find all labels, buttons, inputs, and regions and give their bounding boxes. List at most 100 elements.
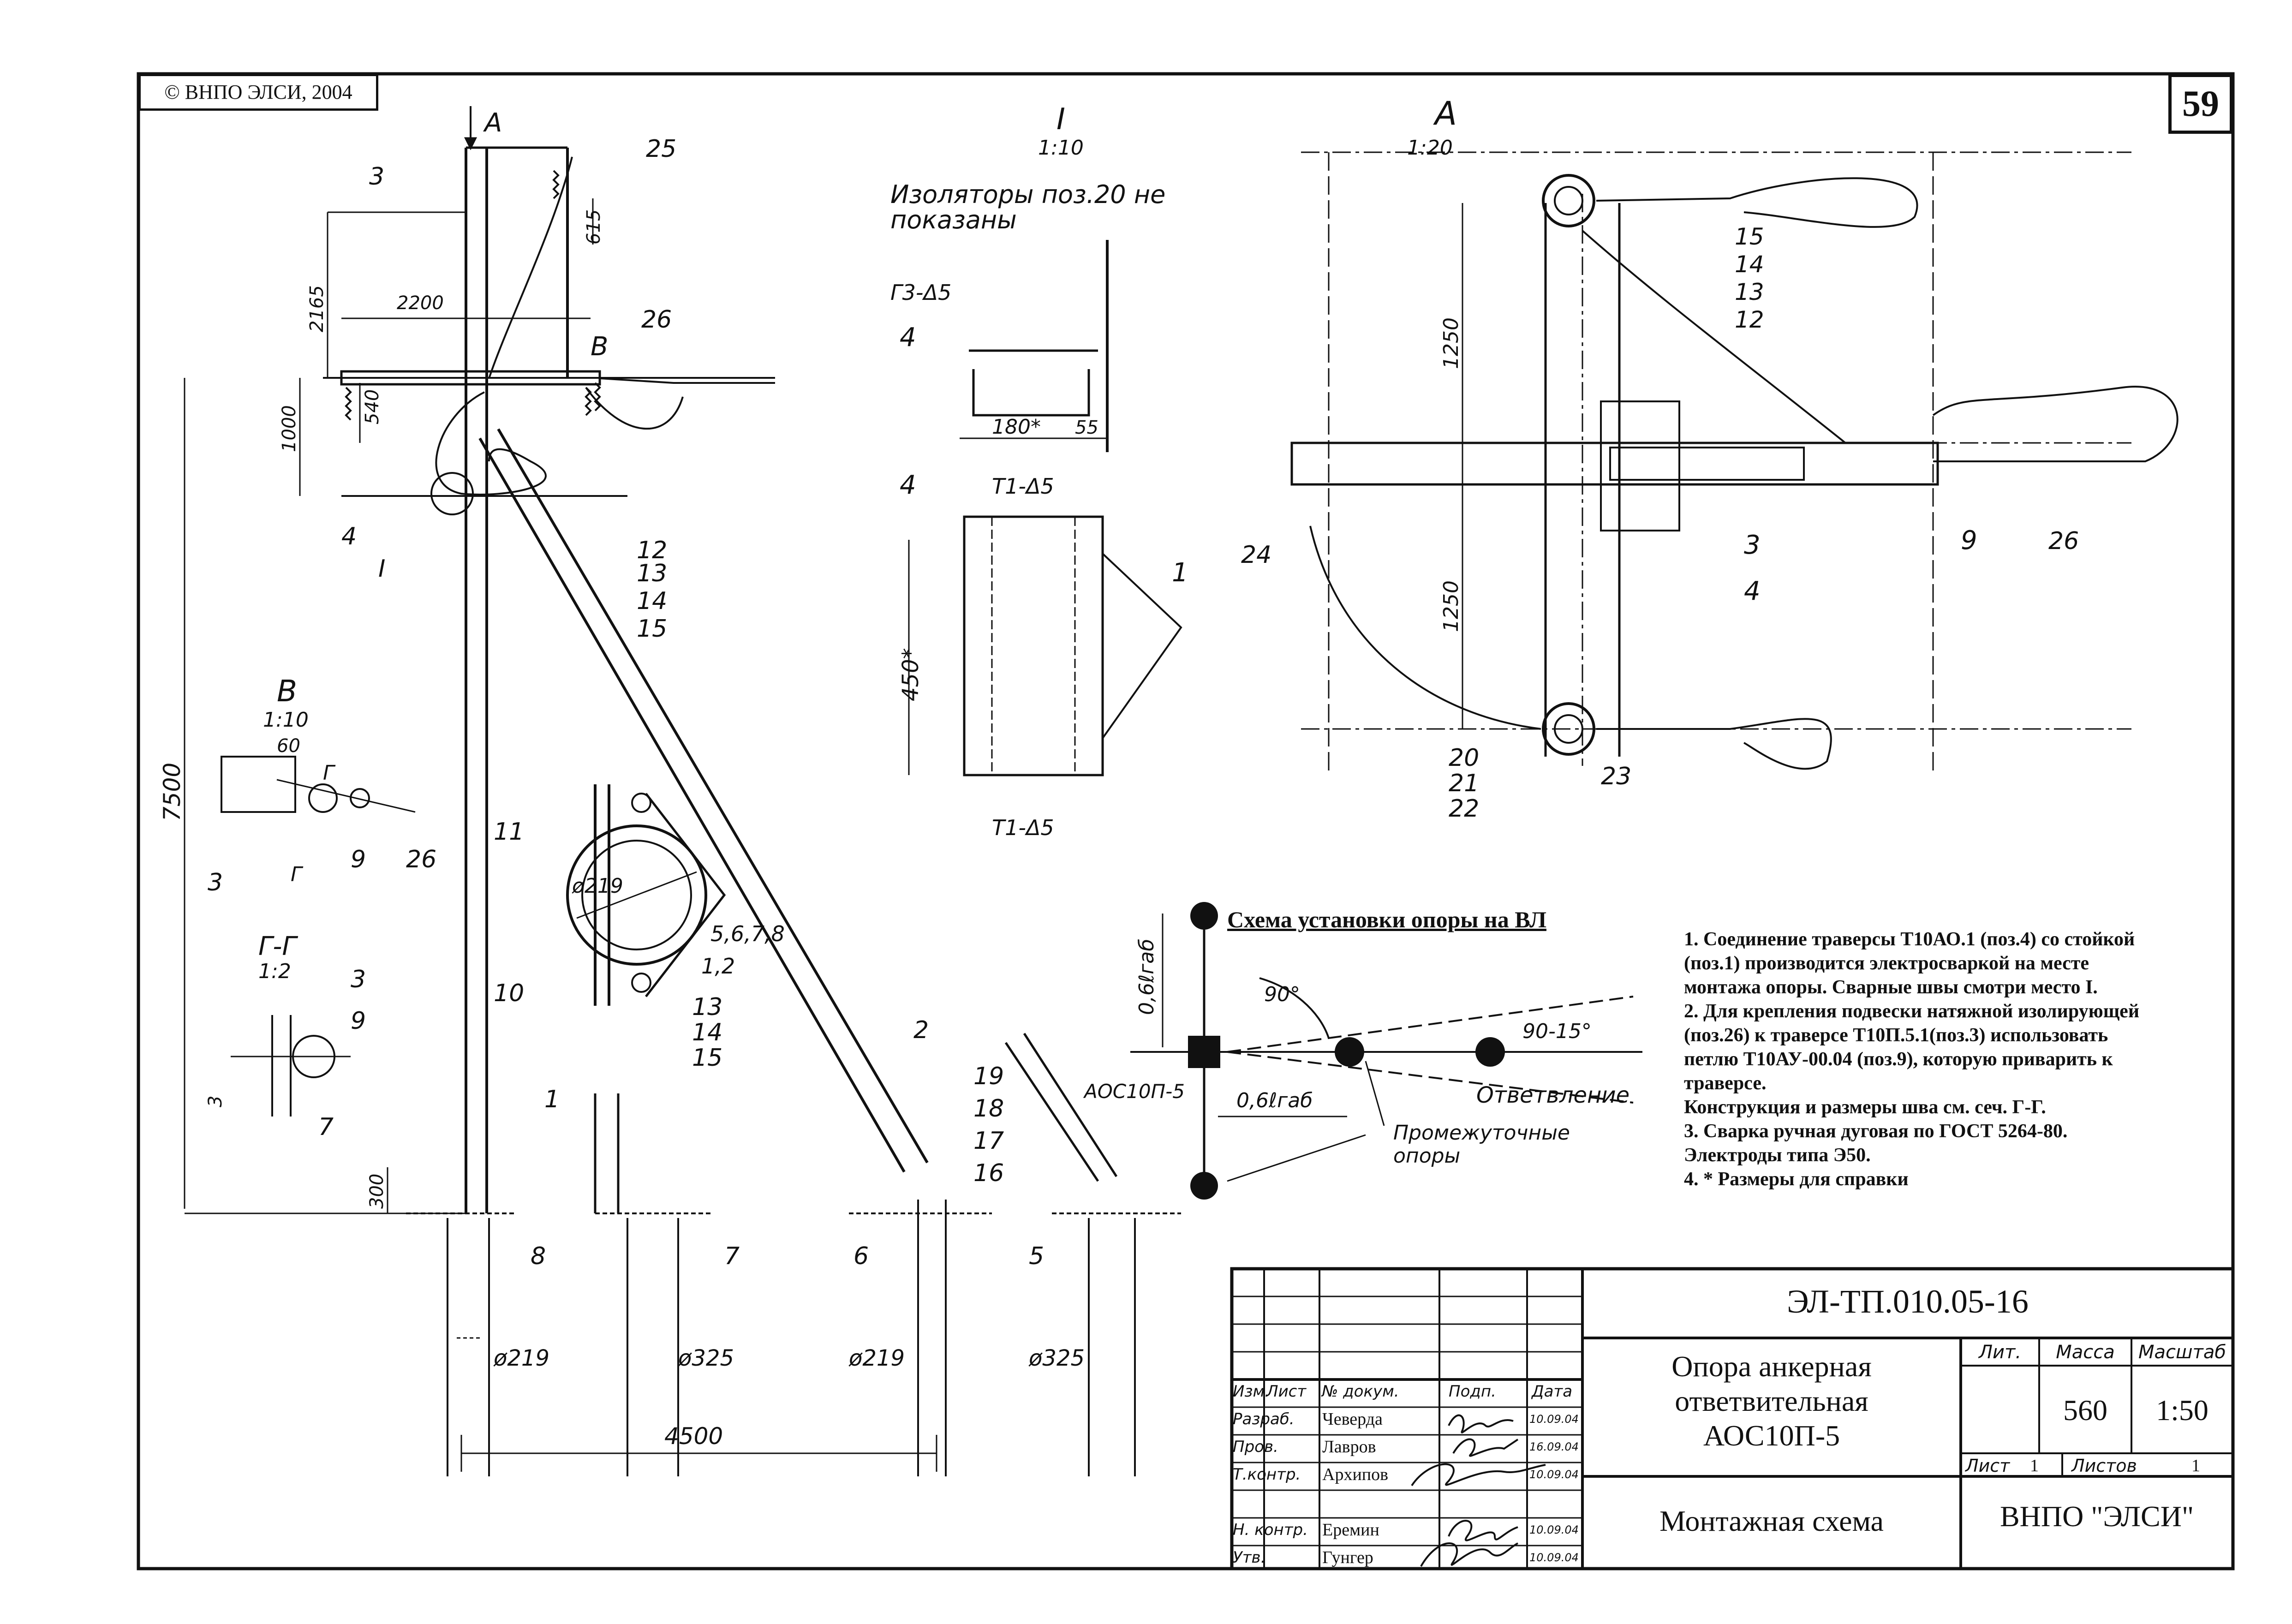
view-a-labels: А 1:20 1250 1250 15 14 13 12 3 4 24 9 26… bbox=[1241, 95, 2079, 823]
foundation-7 bbox=[594, 1093, 710, 1476]
pipe-diameter-5: ø325 bbox=[1028, 1345, 1085, 1371]
pos-25: 25 bbox=[646, 135, 676, 163]
organization: ВНПО "ЭЛСИ" bbox=[2000, 1500, 2194, 1533]
pos-1-2: 1,2 bbox=[701, 954, 735, 979]
detail-i-scale: 1:10 bbox=[1038, 136, 1084, 160]
scheme-intermediate-2: опоры bbox=[1393, 1144, 1460, 1168]
row-name: Гунгер bbox=[1322, 1548, 1373, 1567]
scheme-anchor-pole bbox=[1188, 1036, 1220, 1068]
sheets-value: 1 bbox=[2191, 1456, 2200, 1475]
view-b-cut-top: Г bbox=[323, 761, 336, 785]
view-a-title: А bbox=[1433, 95, 1457, 132]
dim-1000: 1000 bbox=[279, 405, 300, 452]
view-a-label-20: 20 bbox=[1449, 744, 1479, 772]
pos-3: 3 bbox=[369, 163, 384, 191]
row-name: Лавров bbox=[1322, 1437, 1376, 1457]
view-b-labels: В 1:10 60 Г Г 3 9 26 bbox=[208, 675, 436, 896]
detail-i-dim-55: 55 bbox=[1075, 417, 1098, 438]
note-line: Конструкция и размеры шва см. сеч. Г-Г. bbox=[1684, 1097, 2046, 1118]
row-date: 16.09.04 bbox=[1529, 1440, 1579, 1453]
view-a-dim-1250-top: 1250 bbox=[1439, 317, 1463, 369]
title-block bbox=[1230, 1267, 2235, 1570]
sheets-label: Листов bbox=[2071, 1456, 2137, 1476]
view-gg-label-9: 9 bbox=[351, 1007, 366, 1035]
note-line: 2. Для крепления подвески натяжной изоли… bbox=[1684, 1001, 2140, 1022]
scheme-markers bbox=[1188, 902, 1505, 1200]
pos-12: 12 bbox=[637, 537, 667, 564]
pipe-diameter-7: ø325 bbox=[678, 1345, 734, 1371]
copyright-text: © ВНПО ЭЛСИ, 2004 bbox=[164, 81, 352, 103]
detail-i-weld-2: Т1-Δ5 bbox=[992, 474, 1054, 499]
clamp-15: 15 bbox=[692, 1044, 722, 1072]
row-role: Т.контр. bbox=[1233, 1465, 1301, 1484]
mass-value: 560 bbox=[2063, 1394, 2107, 1427]
clamp-14: 14 bbox=[692, 1019, 722, 1046]
row-role: Утв. bbox=[1233, 1548, 1266, 1567]
view-b-scale: 1:10 bbox=[263, 708, 309, 732]
view-gg-label-7: 7 bbox=[318, 1113, 334, 1141]
arrow-b-label: В bbox=[591, 332, 608, 362]
view-gg-labels: Г-Г 1:2 3 9 3 7 bbox=[205, 931, 366, 1141]
note-line: (поз.1) производится электросваркой на м… bbox=[1684, 953, 2089, 974]
view-a-label-23: 23 bbox=[1601, 763, 1631, 790]
pos-19: 19 bbox=[973, 1063, 1004, 1090]
dim-300: 300 bbox=[366, 1174, 388, 1209]
row-name: Чеверда bbox=[1322, 1409, 1383, 1429]
detail-i-label-1: 1 bbox=[1172, 558, 1188, 588]
detail-i-labels: I 1:10 Изоляторы поз.20 не показаны Г3-Δ… bbox=[890, 102, 1188, 840]
detail-i-label-4b: 4 bbox=[900, 470, 916, 500]
note-line: Электроды типа Э50. bbox=[1684, 1145, 1871, 1166]
view-a-label-9: 9 bbox=[1961, 525, 1977, 555]
sheet-number-box: 59 bbox=[2168, 74, 2233, 134]
sheet-value: 1 bbox=[2030, 1456, 2039, 1475]
detail-i-weld-3: Т1-Δ5 bbox=[992, 815, 1054, 840]
sheet-label: Лист bbox=[1965, 1456, 2010, 1476]
view-b-cut-bottom: Г bbox=[291, 863, 304, 886]
view-a-label-24: 24 bbox=[1241, 541, 1271, 569]
pos-10: 10 bbox=[494, 979, 524, 1007]
hdr-sign: Подп. bbox=[1449, 1382, 1496, 1401]
dim-2200: 2200 bbox=[397, 293, 444, 314]
row-date: 10.09.04 bbox=[1529, 1468, 1579, 1481]
scheme-angle-15: 90-15° bbox=[1522, 1020, 1592, 1043]
clamp-diameter: ø219 bbox=[572, 874, 623, 898]
col-mass: Масса bbox=[2056, 1342, 2115, 1363]
drawing-frame bbox=[137, 72, 2235, 1570]
view-gg-label-3b: 3 bbox=[205, 1096, 226, 1107]
signature-scribble bbox=[1420, 1542, 1518, 1567]
pos-14: 14 bbox=[637, 587, 667, 615]
view-gg-scale: 1:2 bbox=[258, 960, 291, 983]
view-a-label-12: 12 bbox=[1735, 306, 1764, 333]
hdr-izm: Изм. bbox=[1233, 1382, 1270, 1401]
view-a-label-15: 15 bbox=[1735, 223, 1764, 250]
foundation-6 bbox=[849, 1200, 992, 1476]
pos-18: 18 bbox=[973, 1095, 1004, 1122]
copyright-box: © ВНПО ЭЛСИ, 2004 bbox=[138, 74, 378, 111]
hdr-list: Лист bbox=[1266, 1382, 1307, 1401]
scheme-title: Схема установки опоры на ВЛ bbox=[1227, 907, 1546, 932]
view-a-label-21: 21 bbox=[1449, 770, 1479, 797]
view-gg-title: Г-Г bbox=[258, 931, 298, 961]
row-name: Еремин bbox=[1322, 1520, 1379, 1540]
scheme-intermediate-pole-2 bbox=[1475, 1037, 1505, 1067]
doc-code: ЭЛ-ТП.010.05-16 bbox=[1787, 1283, 2029, 1320]
dim-4500: 4500 bbox=[664, 1423, 723, 1450]
note-line: монтажа опоры. Сварные швы смотри место … bbox=[1684, 977, 2098, 998]
view-a-scale: 1:20 bbox=[1407, 136, 1453, 160]
pipe-diameter-6: ø219 bbox=[848, 1345, 905, 1371]
view-b-dim-60: 60 bbox=[277, 735, 300, 757]
foundation-8 bbox=[406, 1212, 517, 1476]
signature-scribble bbox=[1448, 1414, 1514, 1433]
scheme-branch-label: Ответвление bbox=[1476, 1082, 1629, 1108]
sheet-title: Монтажная схема bbox=[1659, 1505, 1884, 1537]
pos-17: 17 bbox=[973, 1127, 1004, 1155]
row-date: 10.09.04 bbox=[1529, 1523, 1579, 1536]
view-b-label-3: 3 bbox=[208, 869, 223, 896]
hdr-doc: № докум. bbox=[1322, 1382, 1399, 1401]
pos-8: 8 bbox=[531, 1242, 546, 1270]
view-a-dim-1250-bottom: 1250 bbox=[1439, 580, 1463, 632]
pos-i: I bbox=[378, 555, 385, 583]
clamp-13: 13 bbox=[692, 993, 722, 1021]
product-name-3: АОС10П-5 bbox=[1703, 1419, 1840, 1452]
